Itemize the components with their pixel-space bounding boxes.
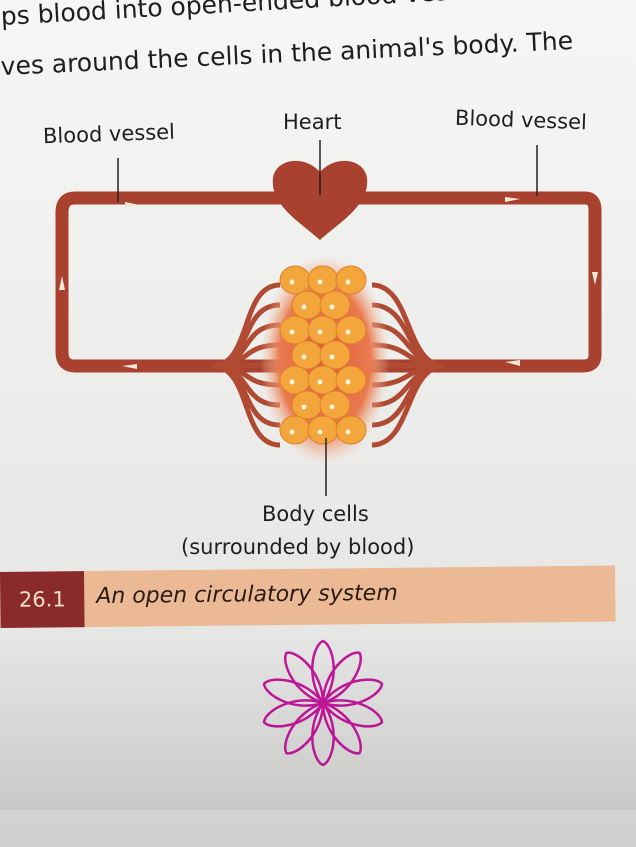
label-body-cells: Body cells [262, 502, 369, 526]
petal [262, 699, 325, 728]
cell-nucleus [289, 329, 295, 335]
label-blood-vessel-left: Blood vessel [42, 119, 176, 149]
cell-nucleus [301, 354, 307, 360]
petal [284, 651, 325, 705]
arrow-icon [592, 272, 598, 285]
cell-nucleus [289, 429, 295, 435]
cell-nucleus [301, 404, 307, 410]
body-cell [335, 365, 367, 395]
body-cell [279, 265, 311, 295]
body-cell [307, 265, 339, 295]
capillary [371, 363, 446, 448]
body-cell [279, 315, 311, 345]
body-cell [291, 290, 323, 320]
cell-nucleus [345, 279, 351, 285]
label-blood-vessel-right: Blood vessel [454, 105, 588, 135]
label-heart: Heart [283, 110, 342, 134]
body-cell [335, 315, 367, 345]
body-cell [319, 290, 351, 320]
cell-nucleus [317, 379, 323, 385]
cell-nucleus [301, 304, 307, 310]
petal [311, 702, 335, 767]
body-cell [279, 365, 311, 395]
cell-nucleus [345, 379, 351, 385]
body-cell [335, 265, 367, 295]
page-shadow [0, 630, 636, 810]
petal [321, 699, 384, 728]
cell-nucleus [329, 304, 335, 310]
arrow-icon [59, 276, 65, 290]
heart-icon [272, 160, 368, 240]
figure-title: An open circulatory system [96, 580, 398, 609]
body-cell [319, 390, 351, 420]
cell-nucleus [289, 379, 295, 385]
capillary [211, 363, 281, 448]
cell-nucleus [317, 329, 323, 335]
flow-arrows [59, 197, 598, 369]
body-cell [307, 315, 339, 345]
figure-caption: 26.1 An open circulatory system [0, 565, 616, 628]
label-body-cells-note: (surrounded by blood) [181, 535, 415, 559]
petal [321, 701, 362, 755]
body-cells [279, 265, 367, 445]
cell-nucleus [345, 329, 351, 335]
body-cell [291, 390, 323, 420]
petal [321, 678, 384, 707]
arrow-icon [125, 202, 140, 208]
petal [284, 701, 325, 755]
body-cell [279, 415, 311, 445]
flower-doodle-icon [262, 639, 384, 767]
cell-nucleus [345, 429, 351, 435]
cell-nucleus [329, 354, 335, 360]
body-cell [307, 415, 339, 445]
blood-vessel-loop [55, 191, 602, 373]
petal [262, 678, 325, 707]
cell-nucleus [317, 429, 323, 435]
cell-nucleus [289, 279, 295, 285]
cell-nucleus [329, 404, 335, 410]
body-cell [307, 365, 339, 395]
body-cell [319, 340, 351, 370]
arrow-icon [505, 360, 520, 366]
petal [321, 651, 362, 705]
body-cell [291, 340, 323, 370]
petal [311, 639, 335, 704]
cell-nucleus [317, 279, 323, 285]
body-cell [335, 415, 367, 445]
arrow-icon [505, 197, 520, 202]
figure-number: 26.1 [0, 571, 85, 628]
arrow-icon [122, 364, 137, 369]
